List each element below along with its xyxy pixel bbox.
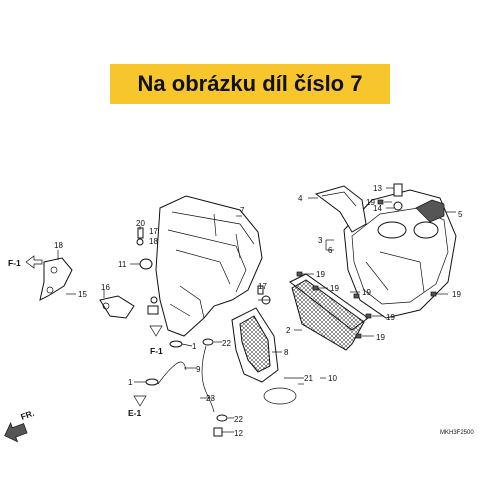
label-19-b: 19 [330,284,339,293]
label-17-b: 17 [258,282,267,291]
part-number-banner: Na obrázku díl číslo 7 [110,64,390,104]
label-22-a: 22 [222,339,231,348]
label-19-g: 19 [366,198,375,207]
label-5: 5 [458,210,463,219]
label-21: 21 [304,374,313,383]
drain-tube-part-23 [201,345,215,413]
reference-arrow-icon [149,325,163,337]
grommet-part-11 [139,258,153,270]
label-17-a: 17 [149,227,158,236]
fr-label: FR. [19,408,35,422]
ref-e1: E-1 [128,408,142,418]
reference-arrow-icon [25,255,43,269]
label-9: 9 [196,365,201,374]
ref-f1-bottom: F-1 [150,346,163,356]
tube-part-9 [157,361,187,385]
label-7: 7 [240,206,245,215]
intake-duct-part-4 [314,185,367,233]
label-13: 13 [373,184,382,193]
air-cleaner-housing-part-7 [155,195,263,337]
label-22-b: 22 [234,415,243,424]
clamp-part-1-b [145,378,159,386]
clamp-part-22-c [216,414,228,422]
label-19-f: 19 [452,290,461,299]
label-19-d: 19 [386,313,395,322]
banner-text: Na obrázku díl číslo 7 [137,71,363,96]
label-20: 20 [136,219,145,228]
collar-part-17-a [136,238,144,246]
clamp-part-22-b [202,338,214,346]
label-1-b: 1 [128,378,133,387]
collar-part-17-b [257,285,264,295]
bolt-part-13 [393,183,403,197]
label-2: 2 [286,326,291,335]
label-15: 15 [78,290,87,299]
reference-arrow-icon [133,395,147,407]
label-19-a: 19 [316,270,325,279]
bracket-part-15 [39,257,73,301]
label-19-c: 19 [362,288,371,297]
clip-part-14 [393,201,403,211]
label-6: 6 [328,246,333,255]
bolt-part-20 [137,227,144,239]
label-10: 10 [328,374,337,383]
label-1-a: 1 [192,342,197,351]
label-14: 14 [373,204,382,213]
cover-part-5 [415,199,445,223]
label-16: 16 [101,283,110,292]
clamp-part-1-a [169,340,183,348]
label-8: 8 [284,348,289,357]
ref-f1-left: F-1 [8,258,21,268]
label-18-a: 18 [54,241,63,250]
label-19-e: 19 [376,333,385,342]
bracket-part-16 [99,295,135,319]
label-23: 23 [206,394,215,403]
label-4: 4 [298,194,303,203]
band-clamp-part-10 [263,387,297,405]
screws-part-19 [296,199,448,339]
connecting-tube-part-8 [231,307,279,383]
plug-part-12 [213,427,223,437]
air-filter-element-part-2 [289,273,369,351]
fr-arrow-icon [4,422,28,443]
label-12: 12 [234,429,243,438]
label-3: 3 [318,236,323,245]
diagram-code: MKH3F2500 [440,430,474,436]
label-11: 11 [118,260,127,269]
label-18-b: 18 [149,237,158,246]
